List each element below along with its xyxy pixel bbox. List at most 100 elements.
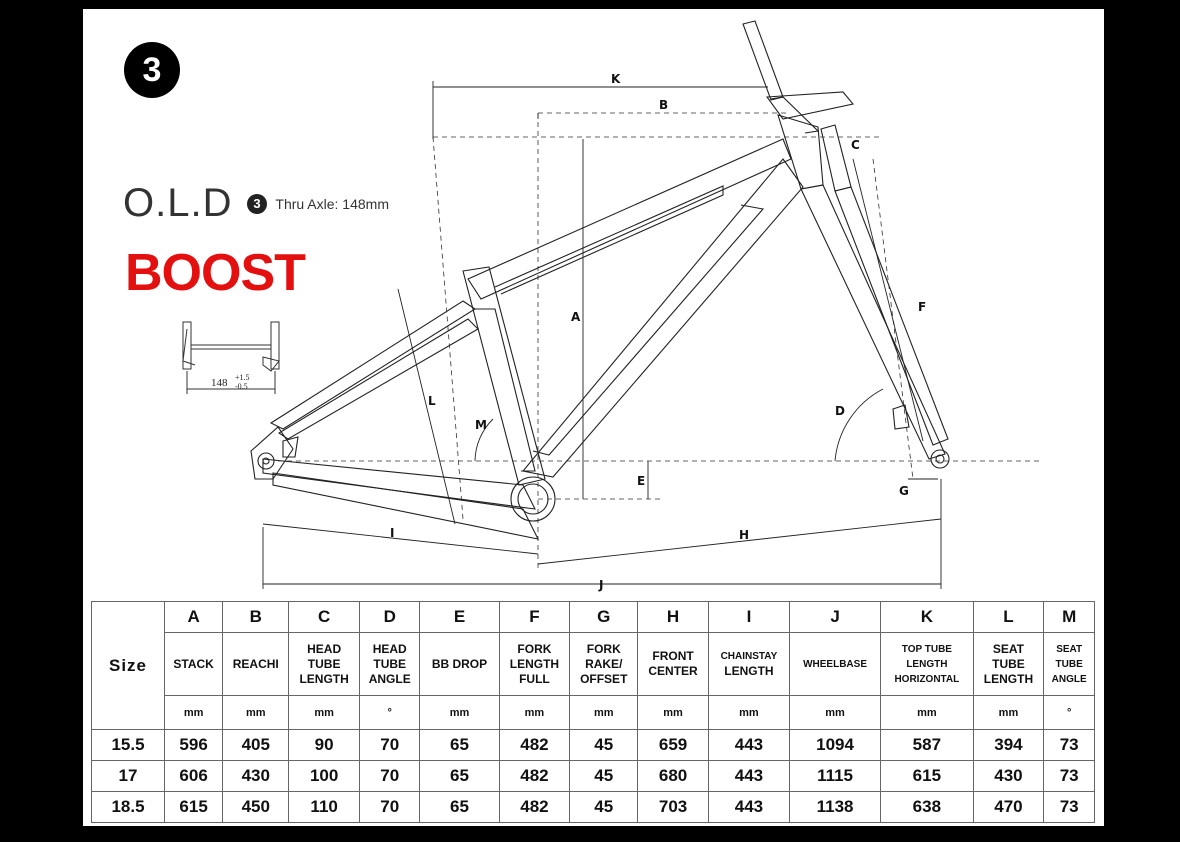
- column-name: BB DROP: [419, 632, 500, 696]
- column-name-line: WHEELBASE: [803, 658, 867, 670]
- seat-stays: [269, 300, 479, 440]
- value-cell: 65: [419, 729, 500, 761]
- column-letter: D: [358, 601, 421, 633]
- column-name-line: HEAD: [372, 641, 407, 656]
- column-letter: B: [222, 601, 290, 633]
- column-name-line: LENGTH: [906, 658, 948, 670]
- value-cell: 443: [707, 760, 790, 792]
- value-cell: 470: [972, 791, 1045, 823]
- value-cell: 1094: [788, 729, 882, 761]
- dim-i-label: I: [390, 526, 394, 540]
- column-name-line: TUBE: [1055, 658, 1083, 670]
- dim-l-label: L: [428, 394, 436, 408]
- column-letter: G: [569, 601, 639, 633]
- value-cell: 615: [163, 791, 224, 823]
- value-cell: 638: [880, 791, 974, 823]
- value-cell: 443: [707, 791, 790, 823]
- column-name-line: HORIZONTAL: [894, 673, 960, 685]
- value-cell: 450: [222, 791, 290, 823]
- dim-d-label: D: [835, 404, 845, 418]
- value-cell: 482: [498, 791, 571, 823]
- column-letter: J: [788, 601, 882, 633]
- value-cell: 73: [1043, 760, 1095, 792]
- value-cell: 394: [972, 729, 1045, 761]
- column-name-line: TOP TUBE: [901, 643, 952, 655]
- value-cell: 100: [288, 760, 360, 792]
- value-cell: 680: [637, 760, 709, 792]
- column-letter: H: [637, 601, 709, 633]
- value-cell: 70: [358, 791, 421, 823]
- down-tube: [521, 158, 804, 478]
- step-number-badge: 3: [124, 42, 180, 98]
- column-name-line: SEAT: [992, 641, 1025, 656]
- dim-j-label: J: [598, 578, 603, 592]
- column-name-line: FRONT: [652, 649, 694, 663]
- column-name: STACK: [163, 632, 224, 696]
- rear-dropout: [250, 426, 294, 480]
- value-cell: 45: [569, 760, 639, 792]
- column-unit: mm: [880, 695, 974, 730]
- dim-m-label: M: [475, 418, 487, 432]
- value-cell: 587: [880, 729, 974, 761]
- value-cell: 110: [288, 791, 360, 823]
- value-cell: 443: [707, 729, 790, 761]
- value-cell: 430: [972, 760, 1045, 792]
- column-letter: F: [498, 601, 571, 633]
- column-letter: K: [880, 601, 974, 633]
- column-letter: I: [707, 601, 790, 633]
- size-cell: 17: [91, 760, 165, 792]
- column-name-line: HEAD: [307, 641, 342, 656]
- column-letter: M: [1043, 601, 1095, 633]
- column-name-line: CENTER: [648, 664, 698, 678]
- column-name: TOP TUBE LENGTH HORIZONTAL: [880, 632, 974, 696]
- column-name-line: ANGLE: [1051, 673, 1087, 685]
- size-header: Size: [91, 601, 165, 730]
- column-name-line: CHAINSTAY: [720, 651, 778, 662]
- column-letter: E: [419, 601, 500, 633]
- value-cell: 596: [163, 729, 224, 761]
- value-cell: 615: [880, 760, 974, 792]
- column-name-line: TUBE: [992, 656, 1025, 671]
- geometry-panel: 3 O.L.D 3 Thru Axle: 148mm BOOST: [83, 9, 1104, 826]
- dim-g-label: G: [899, 484, 909, 498]
- column-unit: mm: [288, 695, 360, 730]
- value-cell: 430: [222, 760, 290, 792]
- column-name-line: FORK: [586, 641, 621, 656]
- dim-a-label: A: [571, 310, 581, 324]
- column-letter: A: [163, 601, 224, 633]
- value-cell: 1115: [788, 760, 882, 792]
- fork: [800, 124, 950, 469]
- column-name: REACHI: [222, 632, 290, 696]
- column-name-line: STACK: [173, 656, 214, 671]
- column-name-line: ANGLE: [368, 671, 411, 686]
- value-cell: 659: [637, 729, 709, 761]
- column-name-line: FORK: [517, 641, 552, 656]
- dim-c-label: C: [851, 138, 860, 152]
- value-cell: 606: [163, 760, 224, 792]
- top-tube: [467, 138, 792, 300]
- value-cell: 482: [498, 760, 571, 792]
- column-unit: mm: [788, 695, 882, 730]
- value-cell: 73: [1043, 791, 1095, 823]
- column-letter: L: [972, 601, 1045, 633]
- axle-tolerance-minus: -0.5: [235, 382, 248, 391]
- value-cell: 65: [419, 791, 500, 823]
- column-name-line: REACHI: [232, 656, 279, 671]
- size-cell: 15.5: [91, 729, 165, 761]
- value-cell: 90: [288, 729, 360, 761]
- value-cell: 482: [498, 729, 571, 761]
- column-unit: mm: [569, 695, 639, 730]
- column-unit: mm: [637, 695, 709, 730]
- column-unit: mm: [707, 695, 790, 730]
- column-unit: mm: [163, 695, 224, 730]
- column-unit: mm: [972, 695, 1045, 730]
